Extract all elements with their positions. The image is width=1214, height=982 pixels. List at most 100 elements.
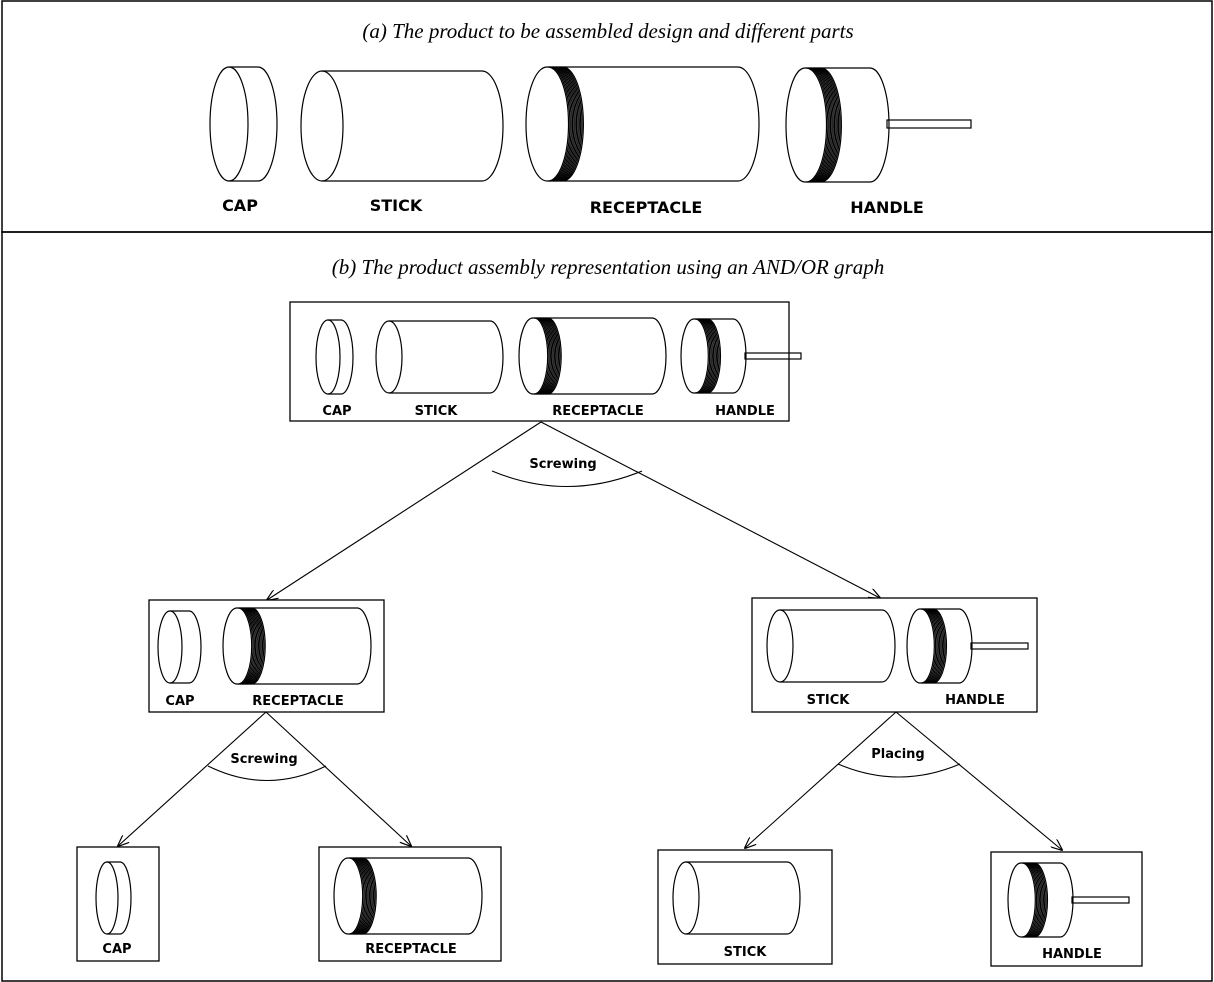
node-root-label-stick: STICK	[415, 404, 459, 419]
thread-ring	[250, 607, 265, 685]
thread-ring	[359, 857, 375, 935]
thread-ring	[922, 608, 937, 684]
node-leaf-label-receptacle: RECEPTACLE	[365, 942, 456, 957]
edge-root-left	[267, 421, 542, 600]
thread-ring	[923, 608, 938, 684]
handle-part-icon	[785, 67, 972, 183]
node-leaf-label-cap: CAP	[102, 942, 131, 957]
thread-ring	[243, 607, 258, 685]
thread-ring	[927, 608, 942, 684]
thread-ring	[814, 67, 836, 183]
node-root-label-receptacle: RECEPTACLE	[552, 404, 643, 419]
thread-ring	[355, 857, 371, 935]
thread-ring	[811, 67, 833, 183]
thread-ring	[1030, 862, 1044, 938]
thread-ring	[351, 857, 366, 935]
node-leaf-stick: STICK	[657, 849, 833, 965]
thread-ring	[933, 608, 948, 684]
thread-ring	[815, 67, 837, 183]
edge-right-stick	[745, 711, 897, 848]
handle-part-icon	[906, 608, 1029, 684]
panel-a-caption: (a) The product to be assembled design a…	[362, 19, 853, 43]
thread-ring	[348, 857, 364, 935]
stick-part-icon	[300, 70, 504, 182]
thread-ring	[561, 66, 583, 182]
thread-ring	[533, 317, 549, 395]
operation-label-root: Screwing	[529, 457, 596, 472]
thread-ring	[929, 608, 943, 684]
edge-root-right	[540, 421, 880, 598]
node-leaf-label-stick: STICK	[724, 945, 768, 960]
thread-ring	[542, 317, 557, 395]
and-arc-left	[207, 765, 327, 782]
edge-left-cap	[118, 711, 267, 846]
thread-ring	[546, 317, 561, 395]
panel-b-frame	[1, 231, 1213, 982]
thread-ring	[554, 66, 576, 182]
thread-ring	[698, 318, 713, 394]
node-root: CAP STICK RECEPTACLE HANDLE	[289, 301, 802, 422]
thread-ring	[697, 318, 712, 394]
thread-ring	[920, 608, 935, 684]
cap-part-icon	[315, 319, 354, 395]
thread-ring	[539, 317, 554, 395]
thread-ring	[358, 857, 373, 935]
thread-ring	[931, 608, 946, 684]
stick-part-icon	[375, 320, 504, 394]
node-cap-receptacle: CAP RECEPTACLE	[148, 599, 385, 713]
receptacle-part-icon	[525, 66, 760, 182]
thread-ring	[362, 857, 377, 935]
thread-ring	[537, 317, 553, 395]
handle-part-icon	[1007, 862, 1130, 938]
thread-ring	[694, 318, 709, 394]
thread-ring	[926, 608, 941, 684]
thread-ring	[352, 857, 368, 935]
thread-ring	[807, 67, 829, 183]
thread-ring	[818, 67, 840, 183]
thread-ring	[557, 66, 579, 182]
cap-part-icon	[157, 610, 202, 684]
thread-ring	[696, 318, 711, 394]
thread-ring	[1032, 862, 1047, 938]
thread-ring	[240, 607, 255, 685]
receptacle-part-icon	[333, 857, 483, 935]
thread-ring	[700, 318, 715, 394]
stick-part-icon	[766, 609, 896, 683]
thread-ring	[816, 67, 838, 183]
thread-ring	[805, 67, 828, 183]
thread-ring	[544, 317, 560, 395]
thread-ring	[361, 857, 376, 935]
thread-ring	[819, 67, 841, 183]
node-right-label-stick: STICK	[807, 693, 851, 708]
thread-ring	[247, 607, 262, 685]
cap-part-icon	[95, 861, 132, 935]
thread-ring	[707, 318, 722, 394]
thread-ring	[1021, 862, 1036, 938]
thread-ring	[246, 607, 261, 685]
thread-ring	[703, 318, 717, 394]
stick-part-icon	[672, 861, 801, 935]
and-arc-root	[491, 470, 643, 487]
cap-part-icon	[209, 66, 278, 182]
receptacle-part-icon	[222, 607, 372, 685]
part-label-cap: CAP	[222, 196, 258, 215]
thread-ring	[820, 67, 842, 183]
operation-label-left: Screwing	[230, 752, 297, 767]
thread-ring	[547, 66, 570, 182]
thread-ring	[535, 317, 550, 395]
thread-ring	[549, 66, 571, 182]
thread-ring	[1024, 862, 1039, 938]
thread-ring	[704, 318, 719, 394]
thread-ring	[812, 67, 834, 183]
thread-ring	[1031, 862, 1046, 938]
thread-ring	[1034, 862, 1049, 938]
thread-ring	[556, 66, 578, 182]
part-label-handle: HANDLE	[850, 198, 924, 217]
thread-ring	[1028, 862, 1043, 938]
node-leaf-label-handle: HANDLE	[1042, 947, 1102, 962]
edge-left-receptacle	[265, 711, 411, 846]
thread-ring	[547, 317, 562, 395]
thread-ring	[248, 607, 264, 685]
receptacle-part-icon	[518, 317, 667, 395]
